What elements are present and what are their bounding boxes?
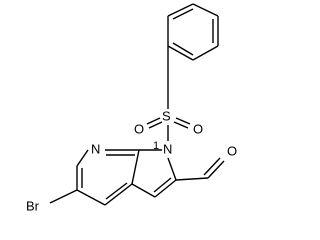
bond-c4-c3a — [104, 183, 133, 206]
bond-phenyl-5 — [167, 45, 194, 61]
pyridine-ring — [76, 149, 139, 206]
oxygen-left-label: O — [134, 121, 144, 136]
bond-cho-o-b — [203, 157, 221, 176]
bond-phenyl-inner-1 — [172, 8, 194, 20]
bond-n7-c6 — [76, 149, 89, 167]
sulfur-label: S — [162, 108, 171, 123]
pyridine-nitrogen-label: N — [91, 141, 100, 156]
aldehyde-group — [175, 157, 225, 181]
bromine-label: Br — [26, 198, 40, 213]
bond-c2-cho — [175, 177, 209, 181]
bond-c3a-c7a — [131, 149, 140, 185]
pyrrole-ring — [131, 149, 177, 198]
chemical-structure: S O O N 1 N Br O — [26, 3, 237, 213]
phenyl-ring — [167, 3, 219, 61]
oxygen-right-label: O — [193, 121, 203, 136]
bond-c2-c3-inner — [153, 177, 172, 193]
bond-c3-c3a — [131, 183, 156, 198]
bond-phenyl-2 — [192, 3, 219, 17]
sulfonyl-group — [146, 117, 191, 141]
bond-phenyl-1 — [167, 3, 194, 17]
bond-s-o-right-a — [175, 117, 191, 125]
bond-phenyl-inner-3 — [172, 42, 194, 56]
bond-phenyl-4 — [192, 45, 219, 61]
aldehyde-oxygen-label: O — [227, 143, 237, 158]
bond-c2-c3 — [154, 179, 177, 198]
bond-s-o-right-b — [173, 121, 189, 129]
bond-c4-c3a-inner — [105, 182, 128, 200]
bond-s-o-left-a — [146, 117, 161, 125]
bond-n1-c2 — [167, 157, 177, 181]
bond-s-o-left-b — [148, 121, 163, 129]
nitrogen-locant-label: 1 — [153, 140, 159, 152]
bond-c5-br — [49, 189, 78, 204]
bond-cho-o-a — [207, 160, 225, 179]
bond-c5-c4 — [76, 189, 106, 206]
pyrrole-nitrogen-label: N — [163, 141, 172, 156]
